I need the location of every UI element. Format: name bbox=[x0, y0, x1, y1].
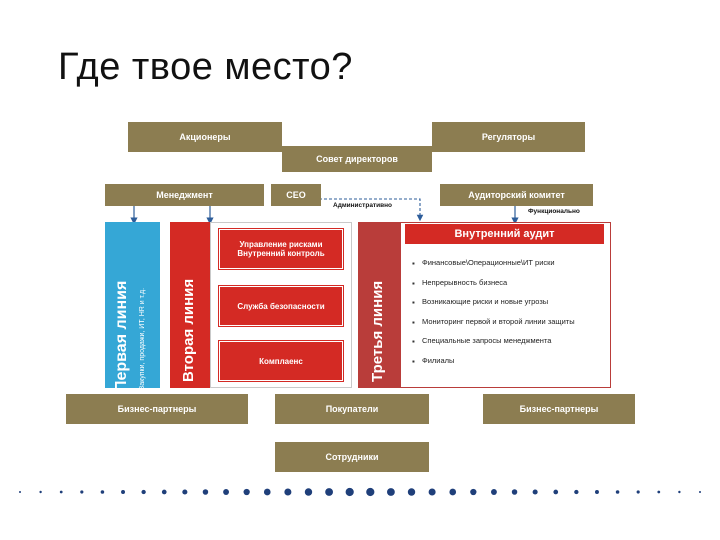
decorative-dot bbox=[284, 488, 292, 496]
decorative-dot bbox=[243, 488, 250, 496]
shareholders-label: Акционеры bbox=[179, 132, 231, 142]
security-service-label: Служба безопасности bbox=[237, 301, 325, 311]
business-partners-right-box: Бизнес-партнеры bbox=[483, 394, 635, 424]
compliance-box: Комплаенс bbox=[218, 340, 344, 382]
ceo-label: CEO bbox=[286, 190, 306, 200]
decorative-dot bbox=[325, 488, 333, 496]
risk-management-box: Управление рисками Внутренний контроль bbox=[218, 228, 344, 270]
decorative-dot bbox=[699, 491, 701, 493]
decorative-dot bbox=[615, 490, 620, 494]
board-label: Совет директоров bbox=[316, 154, 398, 164]
third-line-title: Третья линия bbox=[369, 280, 386, 382]
decorative-dot bbox=[366, 487, 375, 497]
risk-management-label: Управление рисками bbox=[239, 240, 323, 249]
first-line-subtitle: Закупки, продажи, ИТ, HR и т.д. bbox=[139, 287, 146, 390]
business-partners-right-label: Бизнес-партнеры bbox=[519, 404, 599, 414]
business-partners-left-label: Бизнес-партнеры bbox=[117, 404, 197, 414]
internal-audit-header: Внутренний аудит bbox=[405, 224, 604, 244]
decorative-dot bbox=[657, 490, 661, 494]
decorative-dot bbox=[304, 488, 313, 496]
regulators-label: Регуляторы bbox=[481, 132, 536, 142]
customers-label: Покупатели bbox=[325, 404, 379, 414]
decorative-dot bbox=[80, 490, 84, 494]
regulators-box: Регуляторы bbox=[432, 122, 585, 152]
decorative-dot bbox=[19, 491, 21, 493]
audit-bullet: Возникающие риски и новые угрозы bbox=[412, 297, 597, 308]
second-line-panel: Вторая линия bbox=[170, 222, 210, 388]
decorative-dot bbox=[678, 490, 681, 494]
decorative-dot bbox=[121, 490, 125, 494]
decorative-dot bbox=[532, 489, 538, 495]
decorative-dot bbox=[574, 489, 579, 495]
first-line-panel: Первая линия Закупки, продажи, ИТ, HR и … bbox=[105, 222, 160, 392]
decorative-dot bbox=[511, 489, 518, 495]
third-line-panel: Третья линия bbox=[358, 222, 400, 388]
decorative-dot bbox=[100, 490, 105, 494]
decorative-dot bbox=[387, 488, 395, 496]
administrative-label: Административно bbox=[333, 202, 393, 209]
internal-control-label: Внутренний контроль bbox=[237, 249, 325, 258]
audit-bullet: Специальные запросы менеджмента bbox=[412, 336, 597, 347]
decorative-dot bbox=[636, 490, 640, 494]
decorative-dot bbox=[345, 487, 354, 497]
functional-label: Функционально bbox=[528, 208, 580, 215]
first-line-title: Первая линия bbox=[113, 280, 130, 392]
decorative-dot bbox=[449, 488, 457, 496]
business-partners-left-box: Бизнес-партнеры bbox=[66, 394, 248, 424]
decorative-dot bbox=[553, 489, 559, 495]
decorative-dot bbox=[407, 488, 416, 496]
decorative-dot bbox=[428, 488, 436, 496]
page-title: Где твое место? bbox=[58, 46, 353, 88]
shareholders-box: Акционеры bbox=[128, 122, 282, 152]
audit-committee-label: Аудиторский комитет bbox=[468, 190, 565, 200]
employees-label: Сотрудники bbox=[325, 452, 379, 462]
decorative-dot bbox=[141, 489, 146, 495]
decorative-dot bbox=[202, 489, 209, 495]
audit-bullet: Мониторинг первой и второй линии защиты bbox=[412, 317, 597, 328]
internal-audit-label: Внутренний аудит bbox=[454, 228, 555, 240]
decorative-dot bbox=[161, 489, 167, 495]
decorative-dot bbox=[263, 488, 271, 496]
decorative-dot bbox=[223, 489, 229, 495]
decorative-dot bbox=[491, 489, 497, 495]
board-box: Совет директоров bbox=[282, 146, 432, 172]
decorative-dot-line bbox=[19, 487, 701, 497]
management-label: Менеджмент bbox=[156, 190, 213, 200]
audit-bullet: Непрерывность бизнеса bbox=[412, 278, 597, 289]
second-line-title: Вторая линия bbox=[180, 278, 197, 382]
security-service-box: Служба безопасности bbox=[218, 285, 344, 327]
decorative-dot bbox=[59, 490, 63, 494]
audit-committee-box: Аудиторский комитет bbox=[440, 184, 593, 206]
customers-box: Покупатели bbox=[275, 394, 429, 424]
ceo-box: CEO bbox=[271, 184, 321, 206]
audit-bullet: Филиалы bbox=[412, 356, 597, 367]
management-box: Менеджмент bbox=[105, 184, 264, 206]
decorative-dot bbox=[39, 490, 42, 494]
decorative-dot bbox=[595, 490, 599, 494]
audit-bullet-list: Финансовые\Операционные\ИТ риски Непреры… bbox=[412, 258, 597, 375]
decorative-dot bbox=[182, 489, 188, 495]
compliance-label: Комплаенс bbox=[259, 356, 303, 366]
audit-bullet: Финансовые\Операционные\ИТ риски bbox=[412, 258, 597, 269]
decorative-dot bbox=[470, 488, 477, 496]
employees-box: Сотрудники bbox=[275, 442, 429, 472]
